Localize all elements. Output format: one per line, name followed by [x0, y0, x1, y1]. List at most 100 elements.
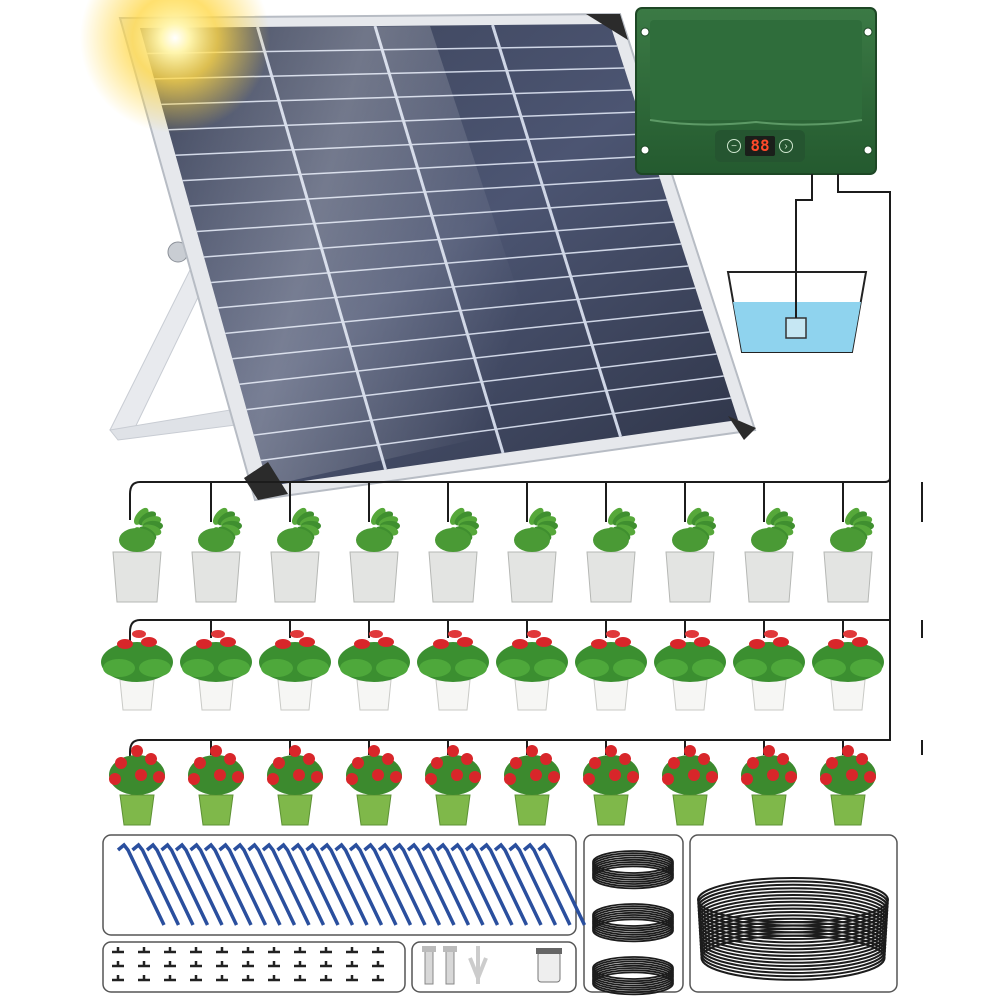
tee-connector: [112, 961, 124, 968]
plant-pot: [112, 507, 163, 603]
large-coil-box: [689, 834, 898, 993]
drip-stake: [464, 842, 514, 926]
plant-pot: [267, 745, 323, 826]
drip-stake: [305, 842, 355, 926]
drip-stake: [377, 842, 427, 926]
drip-stake: [522, 842, 572, 926]
plant-pot: [744, 507, 795, 603]
solar-panel: [118, 12, 757, 502]
tee-connectors: [112, 947, 384, 982]
drip-stake: [450, 842, 500, 926]
tee-connector: [164, 961, 176, 968]
tee-connector: [320, 961, 332, 968]
sun-glare: [80, 0, 270, 133]
panel-stand: [109, 241, 237, 441]
drip-stake: [203, 842, 253, 926]
drip-stake: [508, 842, 558, 926]
fittings: [422, 946, 562, 985]
tee-connectors-box: [102, 941, 406, 993]
tee-connector: [138, 947, 150, 954]
tee-connector: [268, 947, 280, 954]
tee-connector: [242, 975, 254, 982]
plant-pot: [188, 745, 244, 826]
drip-stake: [247, 842, 297, 926]
plant-pot: [504, 745, 560, 826]
drip-stake: [392, 842, 442, 926]
tee-connector: [138, 975, 150, 982]
plant-pot: [428, 507, 479, 603]
drip-stake: [174, 842, 224, 926]
tee-connector: [164, 947, 176, 954]
tee-connector: [346, 961, 358, 968]
pump-controller: [635, 7, 877, 175]
plant-pot: [823, 507, 874, 603]
tee-connector: [164, 975, 176, 982]
tee-connector: [242, 947, 254, 954]
tee-connector: [372, 961, 384, 968]
tee-connector: [372, 975, 384, 982]
plant-pot: [496, 630, 568, 711]
small-tubing-coils: [592, 850, 674, 996]
plant-pot: [741, 745, 797, 826]
plant-pot: [259, 630, 331, 711]
drip-stake: [319, 842, 369, 926]
plant-pot: [575, 630, 647, 711]
drip-stake: [406, 842, 456, 926]
drip-stake: [363, 842, 413, 926]
drip-stake: [145, 842, 195, 926]
drip-stake: [189, 842, 239, 926]
drip-stake: [479, 842, 529, 926]
tee-connector: [372, 947, 384, 954]
tee-connector: [216, 975, 228, 982]
plant-pot: [820, 745, 876, 826]
plant-pot: [654, 630, 726, 711]
fittings-box: [411, 941, 577, 993]
drip-stake: [232, 842, 282, 926]
plant-row-anthuriums: [101, 630, 884, 711]
plant-pot: [583, 745, 639, 826]
drip-stake: [537, 842, 587, 926]
plant-pot: [338, 630, 410, 711]
tee-connector: [320, 947, 332, 954]
plant-pot: [662, 745, 718, 826]
tee-connector: [268, 961, 280, 968]
plant-row-roses: [109, 745, 876, 826]
tee-connector: [294, 947, 306, 954]
plant-pot: [191, 507, 242, 603]
tee-connector: [216, 961, 228, 968]
plant-pot: [733, 630, 805, 711]
plant-pot: [349, 507, 400, 603]
drip-stake: [261, 842, 311, 926]
large-tubing-coil: [697, 877, 889, 981]
plant-pot: [346, 745, 402, 826]
tee-connector: [346, 975, 358, 982]
plant-pot: [270, 507, 321, 603]
minus-icon: −: [727, 139, 741, 153]
tee-connector: [268, 975, 280, 982]
drip-stake: [334, 842, 384, 926]
tee-connector: [190, 961, 202, 968]
tubing: [129, 174, 891, 765]
drip-stake: [435, 842, 485, 926]
drip-stake: [290, 842, 340, 926]
drip-stake: [421, 842, 471, 926]
tee-connector: [294, 961, 306, 968]
drip-stake: [116, 842, 166, 926]
plant-pot: [425, 745, 481, 826]
drip-stake: [131, 842, 181, 926]
tee-connector: [138, 961, 150, 968]
drip-stake: [348, 842, 398, 926]
plant-pot: [109, 745, 165, 826]
plant-pot: [180, 630, 252, 711]
drip-stakes: [116, 842, 587, 926]
plant-pot: [665, 507, 716, 603]
tee-connector: [242, 961, 254, 968]
tee-connector: [320, 975, 332, 982]
tee-connector: [346, 947, 358, 954]
tee-connector: [216, 947, 228, 954]
tee-connector: [190, 975, 202, 982]
tee-connector: [112, 975, 124, 982]
drip-stake: [493, 842, 543, 926]
plant-pot: [507, 507, 558, 603]
